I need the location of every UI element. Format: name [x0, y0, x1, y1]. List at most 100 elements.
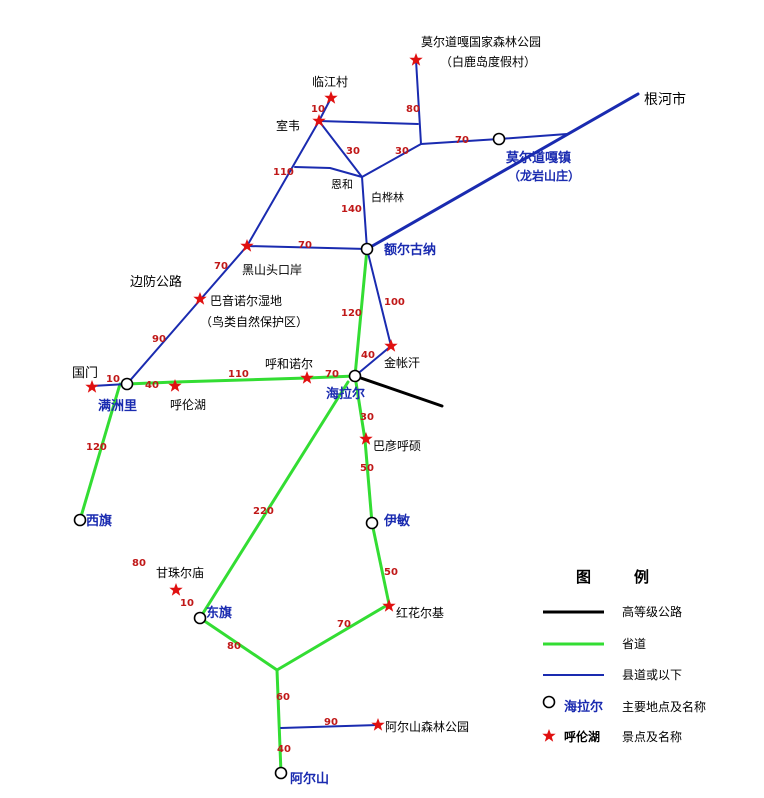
- town-label-arxan: 阿尔山: [290, 771, 329, 787]
- place-sublabel-bayinnuoer: （鸟类自然保护区）: [200, 314, 308, 329]
- legend-spot-sample: 呼伦湖: [564, 729, 600, 744]
- red-star-icon: [300, 371, 314, 384]
- distance-label: 110: [228, 369, 249, 380]
- distance-label: 70: [325, 369, 339, 380]
- circle-node-icon: [365, 516, 379, 530]
- red-star-icon: [324, 91, 338, 104]
- town-sublabel-mordaga: （龙岩山庄）: [508, 168, 580, 183]
- place-label-bianfang: 边防公路: [130, 274, 182, 290]
- distance-label: 50: [360, 463, 374, 474]
- roads: [78, 59, 640, 775]
- scenic-stars: [85, 53, 423, 731]
- red-star-icon: [169, 583, 183, 596]
- legend-title-left: 图: [576, 568, 591, 586]
- distance-label: 30: [346, 146, 360, 157]
- highway-hailar-east: [353, 374, 444, 408]
- distance-label: 40: [277, 744, 291, 755]
- place-label-bayanhushuo: 巴彦呼硕: [373, 438, 421, 453]
- road-eergun-genhe: [365, 92, 640, 251]
- town-label-dongqi: 东旗: [206, 605, 232, 621]
- legend-label-provincial: 省道: [622, 637, 646, 651]
- distance-label: 90: [324, 717, 338, 728]
- distance-label: 120: [86, 442, 107, 453]
- distance-label: 70: [455, 135, 469, 146]
- legend-label-highway: 高等级公路: [622, 604, 682, 619]
- road-shiwei-manzhouli: [126, 120, 320, 385]
- place-label-honghuaerji: 红花尔基: [396, 605, 444, 620]
- distance-label: 30: [395, 146, 409, 157]
- circle-node-icon: [542, 695, 556, 709]
- town-label-hailar: 海拉尔: [326, 386, 365, 402]
- legend: 图 例 高等级公路 省道 县道或以下 海拉尔 主要地点及名称 呼伦湖 景点及名称: [542, 568, 706, 744]
- town-labels: 莫尔道嘎镇 （龙岩山庄） 根河市 额尔古纳 海拉尔 满洲里 西旗 伊敏 东旗 阿…: [86, 91, 686, 787]
- distance-label: 50: [384, 567, 398, 578]
- road-hailar-dongqi: [198, 380, 350, 620]
- circle-node-icon: [274, 766, 288, 780]
- distance-label: 120: [341, 308, 362, 319]
- place-sublabel-mordaga-park: （白鹿岛度假村）: [440, 54, 536, 69]
- circle-node-icon: [120, 377, 134, 391]
- place-label-huhenuoer: 呼和诺尔: [265, 356, 313, 371]
- place-label-mordaga-park: 莫尔道嘎国家森林公园: [421, 34, 541, 49]
- road-manzhouli-xiqi: [78, 382, 122, 522]
- red-star-icon: [382, 599, 396, 612]
- road-enhe-eergun: [361, 176, 368, 250]
- place-label-enhe: 恩和: [331, 178, 353, 191]
- distance-label: 70: [298, 240, 312, 251]
- town-label-yimin: 伊敏: [383, 513, 411, 529]
- distance-label: 40: [145, 380, 159, 391]
- road-park: [415, 59, 422, 145]
- distance-label: 80: [227, 641, 241, 652]
- place-label-jinzhangkan: 金帐汗: [384, 355, 420, 370]
- legend-label-spot: 景点及名称: [622, 729, 682, 744]
- town-label-manzhouli: 满洲里: [98, 398, 137, 414]
- place-label-guomen: 国门: [72, 366, 98, 381]
- place-label-ganzhuer: 甘珠尔庙: [156, 565, 204, 580]
- place-label-linjiang: 临江村: [312, 75, 348, 89]
- red-star-icon: [312, 114, 326, 127]
- red-star-icon: [85, 380, 99, 393]
- distance-label: 10: [106, 374, 120, 385]
- town-label-mordaga: 莫尔道嘎镇: [505, 150, 571, 166]
- legend-label-node: 主要地点及名称: [622, 699, 706, 714]
- red-star-icon: [240, 239, 254, 252]
- road-shiwei-enhe: [318, 120, 363, 178]
- legend-title-right: 例: [634, 568, 649, 586]
- circle-node-icon: [193, 611, 207, 625]
- town-label-xiqi: 西旗: [86, 513, 112, 529]
- road-enhe-junction: [361, 143, 422, 178]
- road-manzhouli-hailar: [125, 374, 357, 386]
- distance-label: 80: [406, 104, 420, 115]
- distance-label: 30: [360, 412, 374, 423]
- road-eergun-hailar: [353, 247, 369, 378]
- road-heishantou-eergun: [246, 245, 368, 250]
- road-junction-arxan: [275, 668, 283, 775]
- distance-label: 80: [132, 558, 146, 569]
- circle-node-icon: [360, 242, 374, 256]
- distance-label: 40: [361, 350, 375, 361]
- distance-label: 110: [273, 167, 294, 178]
- distance-label: 70: [214, 261, 228, 272]
- red-star-icon: [371, 718, 385, 731]
- distance-label: 90: [152, 334, 166, 345]
- road-enhe-branch: [294, 166, 363, 178]
- road-park-arxan: [280, 724, 379, 729]
- place-label-shiwei: 室韦: [276, 118, 300, 133]
- distance-label: 70: [337, 619, 351, 630]
- place-label-baihualin: 白桦林: [371, 190, 404, 204]
- distance-label: 10: [311, 104, 325, 115]
- red-star-icon: [542, 729, 556, 742]
- town-nodes: [73, 132, 506, 780]
- distance-label: 220: [253, 506, 274, 517]
- place-labels: 莫尔道嘎国家森林公园 （白鹿岛度假村） 临江村 室韦 恩和 白桦林 黑山头口岸 …: [72, 34, 541, 734]
- place-label-bayinnuoer: 巴音诺尔湿地: [210, 293, 282, 308]
- circle-node-icon: [348, 369, 362, 383]
- legend-label-county: 县道或以下: [622, 668, 682, 682]
- circle-node-icon: [492, 132, 506, 146]
- legend-node-sample: 海拉尔: [564, 699, 603, 715]
- distance-label: 100: [384, 297, 405, 308]
- place-label-hulunhu: 呼伦湖: [170, 397, 206, 412]
- place-label-arxan-park: 阿尔山森林公园: [385, 719, 469, 734]
- circle-node-icon: [73, 513, 87, 527]
- town-label-eergun: 额尔古纳: [384, 242, 436, 258]
